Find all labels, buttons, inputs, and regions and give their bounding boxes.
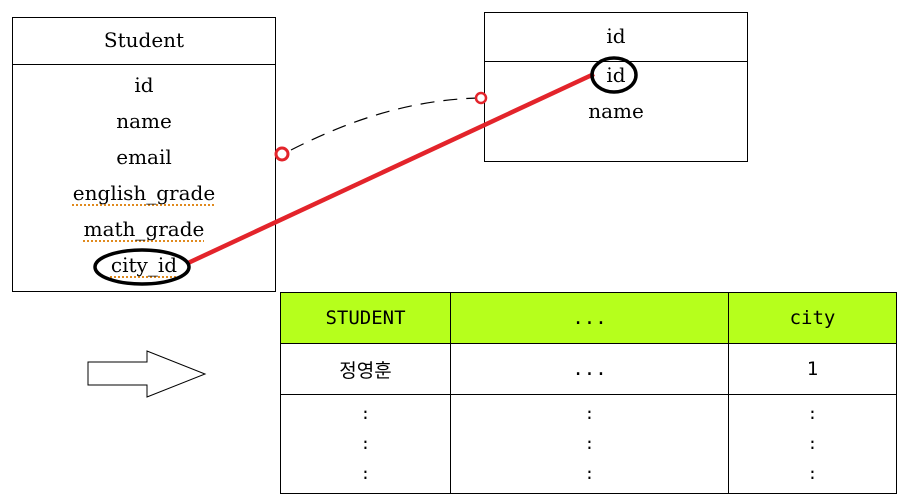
cell-ellipsis: ... bbox=[450, 343, 729, 395]
connector-endpoint-circle-right bbox=[474, 91, 488, 105]
connector-endpoint-circle-left bbox=[274, 146, 290, 162]
city-id-highlight-ellipse bbox=[93, 248, 191, 286]
student-field-english-grade-row: english_grade bbox=[13, 181, 275, 205]
city-entity-title: id bbox=[485, 13, 747, 62]
cell-continuation-student: : : : bbox=[280, 394, 451, 494]
table-header-row: STUDENT ... city bbox=[280, 292, 897, 344]
student-entity: Student id name email english_grade math… bbox=[12, 17, 276, 292]
table-continuation-row: : : : : : : : : : bbox=[280, 394, 897, 494]
student-field-name: name bbox=[116, 109, 172, 133]
cell-city: 1 bbox=[728, 343, 897, 395]
student-field-english-grade: english_grade bbox=[72, 181, 216, 205]
city-field-name: name bbox=[588, 99, 644, 123]
table-row: 정영훈 ... 1 bbox=[280, 343, 897, 395]
city-entity: id id name bbox=[484, 12, 748, 162]
student-field-math-grade: math_grade bbox=[83, 217, 205, 241]
student-data-table: STUDENT ... city 정영훈 ... 1 : : : : : : :… bbox=[280, 292, 897, 494]
right-arrow-icon bbox=[87, 350, 207, 398]
id-highlight-ellipse bbox=[590, 56, 638, 94]
header-student: STUDENT bbox=[280, 292, 451, 344]
header-city: city bbox=[728, 292, 897, 344]
student-field-email: email bbox=[116, 145, 172, 169]
cell-continuation-middle: : : : bbox=[450, 394, 729, 494]
cell-continuation-city: : : : bbox=[728, 394, 897, 494]
cell-student-name: 정영훈 bbox=[280, 343, 451, 395]
student-field-city-id-row: city_id bbox=[13, 253, 275, 277]
relation-line bbox=[187, 71, 595, 266]
student-field-city-id: city_id bbox=[110, 253, 178, 277]
student-field-id: id bbox=[134, 73, 154, 97]
student-entity-title: Student bbox=[13, 18, 275, 65]
city-field-id: id bbox=[606, 63, 626, 87]
header-ellipsis: ... bbox=[450, 292, 729, 344]
dashed-connector-line bbox=[290, 97, 479, 151]
student-field-math-grade-row: math_grade bbox=[13, 217, 275, 241]
